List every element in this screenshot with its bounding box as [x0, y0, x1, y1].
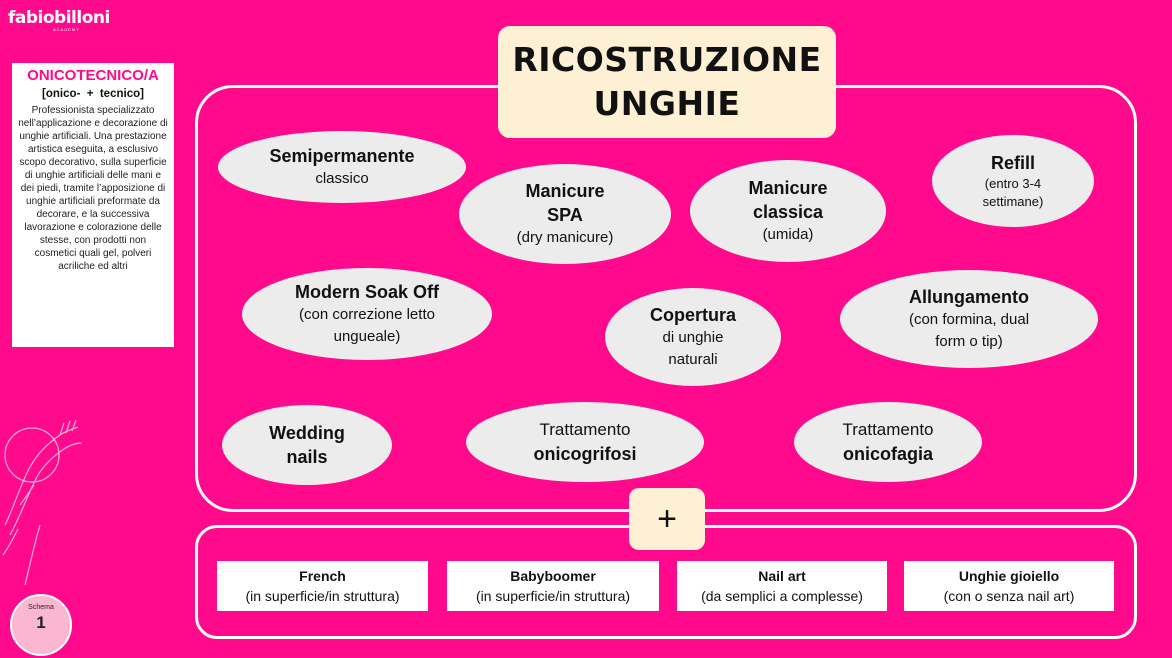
service-name: Semipermanente: [269, 146, 415, 166]
extra-desc: (da semplici a complesse): [701, 588, 863, 604]
hand-line-art-icon: [2, 419, 83, 586]
definition-box: ONICOTECNICO/A [onico- + tecnico] Profes…: [12, 63, 174, 347]
extra-desc: (con o senza nail art): [943, 588, 1075, 604]
brand-logo-sub: ACADEMY: [53, 27, 80, 32]
service-name: Manicure classica: [748, 178, 828, 222]
service-manicure-classica: Manicure classica (umida): [690, 160, 886, 262]
definition-body: Professionista specializzato nell’applic…: [18, 105, 168, 272]
service-note: Trattamento: [539, 420, 631, 439]
service-note: (con correzione letto ungueale): [299, 306, 435, 345]
extra-title: Unghie gioiello: [958, 568, 1060, 584]
service-name: Allungamento: [909, 287, 1029, 307]
service-note: (dry manicure): [516, 229, 614, 246]
service-allungamento: Allungamento (con formina, dual form o t…: [840, 270, 1098, 368]
service-name: Manicure SPA: [525, 181, 605, 225]
definition-etymology: [onico- + tecnico]: [42, 88, 144, 100]
extra-title: Nail art: [758, 568, 806, 584]
plus-connector: +: [629, 488, 705, 550]
service-trattamento-onicogrifosi: Trattamento onicogrifosi: [466, 402, 704, 482]
extra-desc: (in superficie/in struttura): [475, 588, 631, 604]
service-modern-soak-off: Modern Soak Off (con correzione letto un…: [242, 268, 492, 360]
service-name: Copertura: [649, 305, 736, 325]
service-note: (con formina, dual form o tip): [908, 311, 1030, 350]
service-semipermanente: Semipermanente classico: [218, 131, 466, 203]
extra-babyboomer: Babyboomer (in superficie/in struttura): [447, 561, 659, 611]
extra-french: French (in superficie/in struttura): [217, 561, 428, 611]
service-name: Wedding nails: [269, 423, 345, 467]
extra-desc: (in superficie/in struttura): [245, 588, 400, 604]
extra-nail-art: Nail art (da semplici a complesse): [677, 561, 887, 611]
title-box: RICOSTRUZIONE UNGHIE: [498, 26, 836, 138]
extra-title: Babyboomer: [510, 568, 596, 584]
service-wedding-nails: Wedding nails: [222, 405, 392, 485]
service-note: Trattamento: [842, 420, 934, 439]
definition-title: ONICOTECNICO/A: [27, 67, 159, 84]
service-name: Refill: [990, 153, 1035, 173]
schema-number: 1: [36, 613, 46, 632]
extra-unghie-gioiello: Unghie gioiello (con o senza nail art): [904, 561, 1114, 611]
schema-label: Schema: [28, 604, 54, 611]
service-name: onicofagia: [842, 444, 933, 464]
service-note: (umida): [762, 226, 814, 243]
service-note: classico: [315, 170, 369, 187]
service-name: onicogrifosi: [533, 444, 637, 464]
diagram-title: RICOSTRUZIONE UNGHIE: [512, 40, 822, 123]
service-note: di unghie naturali: [662, 329, 724, 368]
service-trattamento-onicofagia: Trattamento onicofagia: [794, 402, 982, 482]
service-note: (entro 3-4 settimane): [982, 176, 1044, 209]
service-copertura: Copertura di unghie naturali: [605, 288, 781, 386]
service-refill: Refill (entro 3-4 settimane): [932, 135, 1094, 227]
extra-title: French: [299, 568, 346, 584]
service-manicure-spa: Manicure SPA (dry manicure): [459, 164, 671, 264]
brand-logo: fabiobilloni: [8, 8, 110, 28]
service-name: Modern Soak Off: [294, 282, 439, 302]
schema-badge: Schema 1: [10, 594, 72, 656]
